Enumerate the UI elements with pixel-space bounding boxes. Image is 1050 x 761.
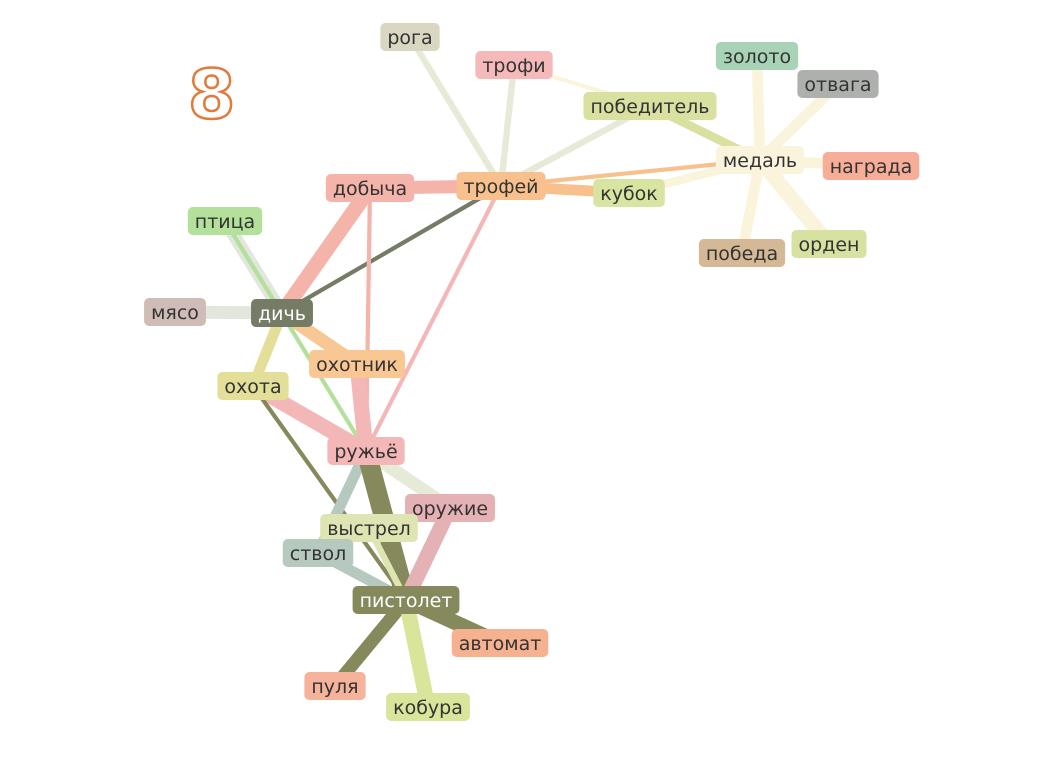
node-label: охотник (316, 354, 398, 376)
node-box (822, 152, 920, 180)
node-label: охота (224, 376, 281, 398)
node-box (320, 514, 418, 542)
graph-node[interactable]: золото (715, 42, 799, 70)
node-box (456, 172, 546, 200)
node-label: пистолет (360, 590, 453, 612)
graph-node[interactable]: выстрел (320, 514, 418, 542)
node-label: отвага (804, 74, 871, 96)
graph-node[interactable]: птица (187, 207, 263, 235)
node-label: добыча (333, 178, 407, 200)
node-label: оружие (412, 498, 488, 520)
graph-link (406, 33, 505, 190)
graph-node[interactable]: оружие (404, 494, 496, 522)
graph-link (398, 592, 436, 715)
graph-node[interactable]: пуля (304, 672, 366, 700)
graph-link (751, 50, 766, 166)
graph-node[interactable]: пистолет (352, 586, 460, 614)
graph-link (328, 593, 413, 693)
node-box (352, 586, 460, 614)
graph-node[interactable]: охотник (309, 350, 405, 378)
node-label: ствол (290, 543, 346, 565)
graph-node[interactable]: трофей (456, 172, 546, 200)
graph-node[interactable]: медаль (715, 146, 805, 174)
node-box (583, 92, 717, 120)
node-box (325, 174, 415, 202)
node-box (309, 350, 405, 378)
graph-node[interactable]: охота (217, 372, 289, 400)
node-label: дичь (258, 303, 306, 325)
step-number: 8 (187, 56, 237, 135)
node-box (475, 51, 553, 79)
graph-link (363, 183, 504, 454)
graph-node[interactable]: орден (791, 230, 867, 258)
graph-link (274, 180, 378, 321)
node-box (715, 42, 799, 70)
node-box (386, 693, 470, 721)
node-label: выстрел (327, 518, 411, 540)
node-label: автомат (459, 633, 542, 655)
node-label: ружьё (334, 441, 397, 463)
graph-node[interactable]: мясо (144, 298, 206, 326)
node-box (698, 239, 786, 267)
graph-link (349, 356, 374, 459)
node-box (797, 70, 879, 98)
graph-link (736, 154, 766, 259)
graph-node[interactable]: добыча (325, 174, 415, 202)
node-box (451, 629, 549, 657)
node-box (327, 437, 405, 465)
node-box (404, 494, 496, 522)
node-label: победа (706, 243, 778, 265)
node-label: кубок (600, 183, 658, 205)
graph-node[interactable]: трофи (475, 51, 553, 79)
graph-node[interactable]: автомат (451, 629, 549, 657)
graph-node[interactable]: победитель (583, 92, 717, 120)
node-box (282, 539, 354, 567)
node-box (791, 230, 867, 258)
node-label: птица (195, 211, 255, 233)
graph-node[interactable]: рога (380, 23, 440, 51)
graph-node[interactable]: награда (822, 152, 920, 180)
graph-node[interactable]: отвага (797, 70, 879, 98)
nodes-layer: дичь трофей добыча рога трофи победитель золот… (144, 23, 920, 721)
node-box (144, 298, 206, 326)
graph-node[interactable]: кубок (593, 179, 665, 207)
node-label: трофей (463, 176, 538, 198)
node-label: кобура (393, 697, 463, 719)
node-box (187, 207, 263, 235)
node-box (304, 672, 366, 700)
node-label: золото (723, 46, 791, 68)
graph-link (279, 183, 504, 316)
graph-link (497, 61, 518, 190)
node-box (380, 23, 440, 51)
graph-node[interactable]: победа (698, 239, 786, 267)
graph-node[interactable]: ружьё (327, 437, 405, 465)
node-box (715, 146, 805, 174)
node-label: рога (387, 27, 432, 49)
node-label: пуля (311, 676, 358, 698)
node-label: победитель (590, 96, 709, 118)
node-label: трофи (482, 55, 545, 77)
graph-link (250, 383, 409, 603)
node-label: награда (830, 156, 913, 178)
graph-link (222, 218, 369, 454)
node-label: медаль (723, 150, 797, 172)
graph-link (398, 500, 458, 608)
node-label: мясо (151, 302, 199, 324)
node-box (593, 179, 665, 207)
node-box (217, 372, 289, 400)
node-box (251, 299, 313, 327)
node-label: орден (799, 234, 860, 256)
graph-node[interactable]: ствол (282, 539, 354, 567)
graph-node[interactable]: дичь (251, 299, 313, 327)
graph-node[interactable]: кобура (386, 693, 470, 721)
